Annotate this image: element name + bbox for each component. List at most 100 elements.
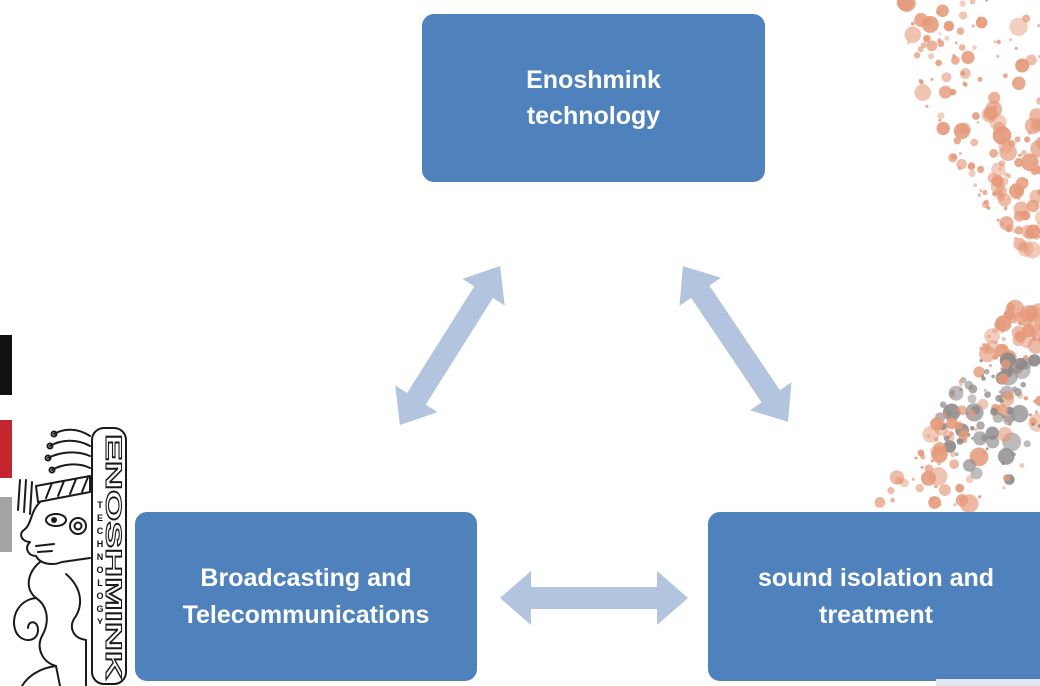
decor-dot (996, 54, 1000, 58)
decor-dot (1005, 415, 1010, 421)
decor-dot (943, 20, 955, 32)
decor-dot (958, 11, 968, 20)
decor-dot (963, 127, 969, 133)
decor-dot (1003, 73, 1008, 79)
decor-dot (910, 21, 915, 26)
decor-dot (1034, 410, 1039, 414)
decor-dot (887, 487, 895, 495)
logo-arm (13, 597, 39, 641)
decor-dot (959, 387, 963, 391)
decor-dot (1025, 54, 1037, 66)
decor-dot (959, 383, 963, 387)
decor-dot (981, 106, 998, 123)
logo-wordmark: ENOSHMINK (101, 434, 126, 680)
decor-dot (974, 427, 978, 432)
decor-dot (959, 494, 979, 514)
decor-dot (977, 165, 985, 173)
decor-dot (971, 24, 975, 28)
decor-dot (1008, 38, 1013, 42)
decor-dot (999, 143, 1017, 162)
logo-strand (17, 479, 33, 515)
decor-dot (1024, 136, 1031, 143)
decor-dot (997, 373, 1009, 385)
decor-dot (1022, 14, 1031, 23)
decor-dot (917, 46, 924, 53)
company-logo: ENOSHMINK (0, 335, 127, 686)
decor-dot (904, 26, 921, 43)
decor-dot (957, 405, 967, 416)
decor-dot (941, 412, 948, 419)
decor-dot (999, 398, 1004, 404)
decor-dot (917, 449, 925, 457)
decor-dot (1021, 149, 1027, 156)
decor-dot (961, 50, 975, 64)
decor-dot (958, 152, 962, 155)
decor-dot (969, 0, 976, 5)
decorative-bar (936, 679, 1040, 686)
decor-dot (1005, 226, 1012, 233)
decor-dot (995, 315, 1012, 332)
decor-dot (986, 206, 991, 210)
decor-dot (941, 72, 952, 83)
decor-dot (938, 503, 942, 507)
decor-dot (1012, 76, 1026, 91)
decor-dot (920, 465, 924, 469)
decor-dot (959, 0, 967, 7)
decor-dot (957, 166, 962, 170)
decor-dot (955, 483, 965, 493)
logo-feather (51, 463, 91, 471)
decor-dot (970, 426, 975, 431)
decor-dot (953, 137, 961, 145)
decor-dot (914, 84, 931, 101)
decor-dot (989, 149, 999, 158)
decor-dot (1029, 417, 1038, 426)
decor-dot (977, 76, 983, 82)
logo-headband (35, 475, 91, 503)
decor-dot (981, 450, 986, 455)
decor-dot (923, 36, 929, 42)
decor-dot (928, 467, 948, 486)
decor-dot (942, 403, 961, 421)
node-sound-isolation: sound isolation and treatment (708, 512, 1040, 681)
decor-dot (973, 431, 988, 446)
decor-dot (997, 448, 1015, 465)
logo-feather (47, 451, 91, 459)
decor-dot (978, 345, 996, 363)
decor-dot (989, 364, 992, 367)
decor-dot (1013, 388, 1022, 396)
decor-dot (1035, 136, 1040, 150)
node-label: Broadcasting and Telecommunications (182, 564, 430, 629)
decor-dot (938, 85, 952, 99)
decor-dot (1029, 108, 1040, 124)
decor-dot (978, 495, 982, 499)
logo-mouth (35, 543, 55, 553)
decor-dot (955, 452, 959, 457)
logo-bar-black (0, 335, 12, 395)
decor-dot (1034, 234, 1040, 240)
decor-dot (1018, 153, 1022, 157)
decor-dot (1002, 486, 1006, 490)
decor-dot (1001, 345, 1008, 352)
decor-dot (1004, 391, 1014, 401)
decor-dot (968, 169, 976, 177)
decor-dot (999, 216, 1014, 231)
decor-dot (949, 459, 959, 469)
decor-dot (956, 27, 965, 35)
decor-dot (911, 477, 916, 481)
decor-dot (1037, 424, 1040, 428)
decor-dot (995, 194, 1001, 200)
decor-dot (1037, 24, 1040, 28)
decor-dot (1034, 395, 1040, 407)
decor-dot (1003, 207, 1007, 211)
decor-dot (1003, 172, 1009, 177)
decor-dot (998, 390, 1002, 394)
decor-dot (926, 40, 938, 52)
logo-feather (53, 428, 91, 437)
decor-dot (1014, 136, 1021, 143)
decor-dot (1018, 312, 1033, 326)
decor-dot (924, 17, 933, 26)
decor-dot (984, 328, 1000, 344)
decor-dot (982, 189, 988, 196)
logo-feather-tip (48, 466, 56, 474)
